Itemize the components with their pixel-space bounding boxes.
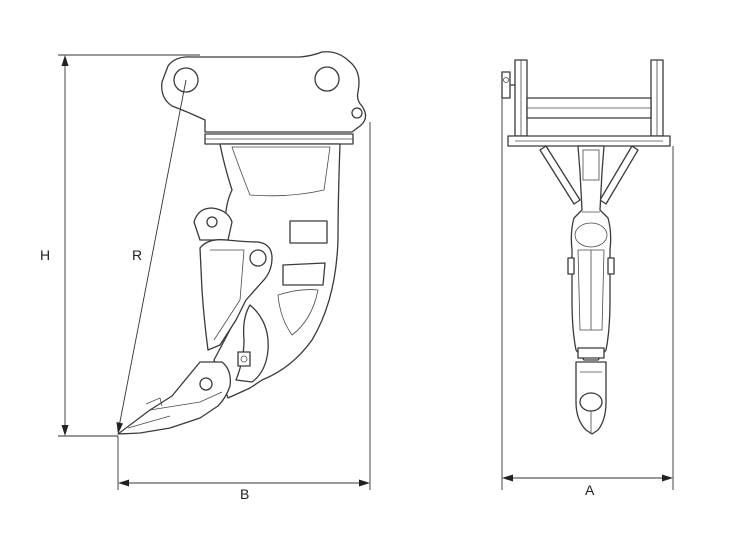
width-side-label: B [240, 486, 249, 502]
pin-hole-left [173, 67, 199, 93]
linkage-plate [199, 239, 273, 351]
radius-dimension-line [117, 79, 187, 433]
mounting-bracket [161, 51, 367, 133]
height-label: H [40, 247, 50, 263]
front-dimensions: A [501, 98, 674, 498]
front-view [501, 59, 671, 435]
right-brace [599, 145, 639, 205]
link-pin [249, 249, 267, 267]
slot-upper [289, 220, 328, 244]
side-dimensions: H R B [40, 54, 371, 502]
left-brace [539, 145, 581, 205]
tooth-pin [199, 377, 213, 391]
small-hole [351, 107, 363, 119]
ripper-tooth [117, 361, 231, 435]
lug [193, 207, 233, 241]
front-tooth [575, 361, 607, 435]
side-view [117, 51, 367, 435]
radius-label: R [132, 247, 142, 263]
slot-lower [282, 262, 326, 286]
pin-hole-right [314, 66, 340, 92]
width-front-label: A [585, 482, 595, 498]
